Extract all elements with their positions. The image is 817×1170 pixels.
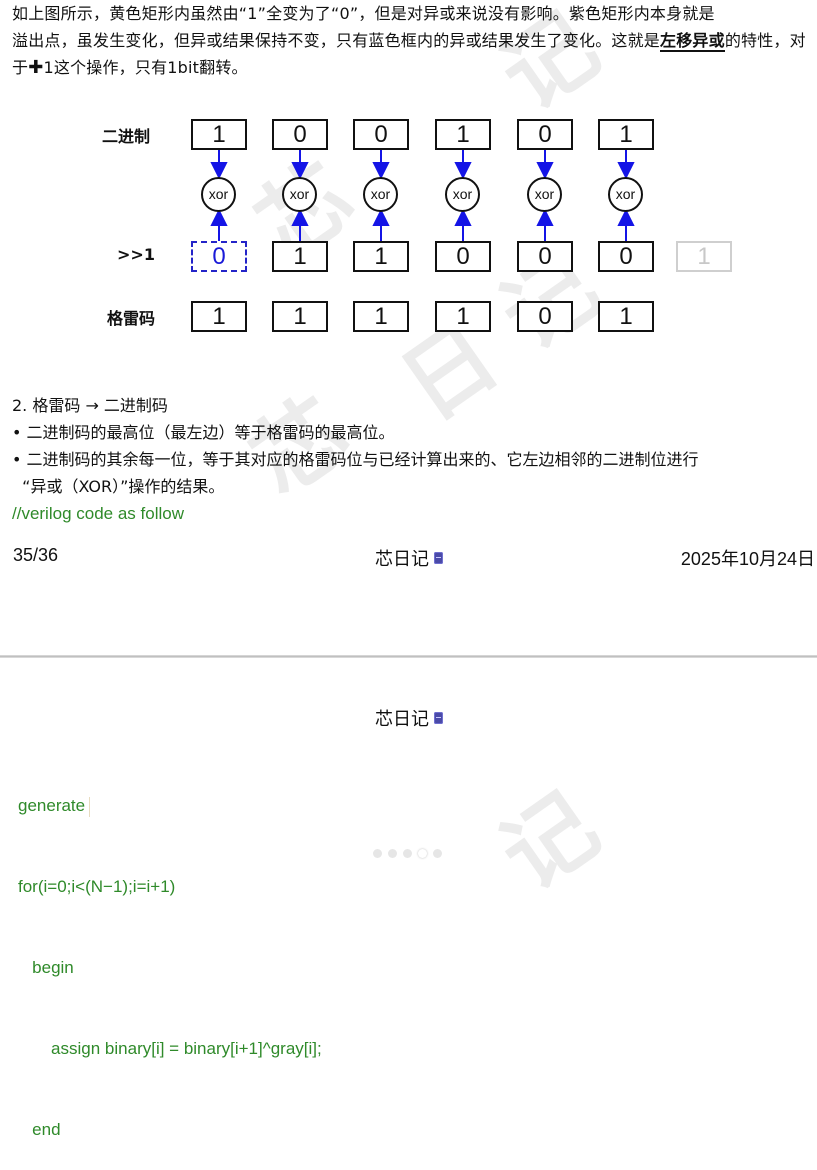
xor-gate-0: xor (201, 177, 236, 212)
emphasis-term: 左移异或 (660, 31, 725, 52)
gray-bit-0: 1 (191, 301, 247, 332)
section-gray-to-binary: 2. 格雷码 → 二进制码 • 二进制码的最高位（最左边）等于格雷码的最高位。 … (12, 392, 699, 527)
bullet-1: • 二进制码的最高位（最左边）等于格雷码的最高位。 (12, 423, 395, 442)
intro-paragraph: 如上图所示，黄色矩形内虽然由“1”全变为了“0”，但是对异或来说没有影响。紫色矩… (12, 0, 812, 81)
shift-bit-2: 1 (353, 241, 409, 272)
shift-bit-1: 1 (272, 241, 328, 272)
carousel-dot-1[interactable] (388, 849, 397, 858)
binary-bit-3: 1 (435, 119, 491, 150)
code-comment: //verilog code as follow (12, 504, 184, 523)
carousel-dot-0[interactable] (373, 849, 382, 858)
code-line-2: begin (18, 958, 74, 977)
book-icon (434, 552, 443, 564)
arrows-layer (210, 150, 635, 241)
footer-brand: 芯日记 (375, 545, 443, 571)
row-label-binary: 二进制 (102, 127, 151, 146)
xor-gate-2: xor (363, 177, 398, 212)
xor-gate-1: xor (282, 177, 317, 212)
row-label-gray: 格雷码 (107, 309, 156, 328)
shifted-out-bit: 1 (676, 241, 732, 272)
shift-bit-0-padded: 0 (191, 241, 247, 272)
bullet-2: • 二进制码的其余每一位，等于其对应的格雷码位与已经计算出来的、它左边相邻的二进… (12, 450, 699, 469)
binary-bit-2: 0 (353, 119, 409, 150)
gray-bit-3: 1 (435, 301, 491, 332)
binary-bit-4: 0 (517, 119, 573, 150)
section-heading: 2. 格雷码 → 二进制码 (12, 396, 168, 415)
gray-code-diagram: 二进制 >>1 格雷码 1 0 0 1 0 1 xor xor xor xor … (0, 105, 817, 345)
intro-line-2: 溢出点，虽发生变化，但异或结果保持不变，只有蓝色框内的异或结果发生了变化。这就是… (12, 31, 806, 78)
gray-bit-4: 0 (517, 301, 573, 332)
code-line-1: for(i=0;i<(N−1);i=i+1) (18, 877, 176, 896)
shift-bit-5: 0 (598, 241, 654, 272)
intro-line-1: 如上图所示，黄色矩形内虽然由“1”全变为了“0”，但是对异或来说没有影响。紫色矩… (12, 4, 715, 23)
footer-date: 2025年10月24日 (680, 549, 815, 569)
bullet-2-cont: “异或（XOR）”操作的结果。 (12, 477, 225, 496)
xor-gate-5: xor (608, 177, 643, 212)
gray-bit-2: 1 (353, 301, 409, 332)
carousel-dot-3-active[interactable] (418, 849, 427, 858)
xor-gate-3: xor (445, 177, 480, 212)
carousel-dot-4[interactable] (433, 849, 442, 858)
plus-icon: ✚ (28, 57, 44, 78)
carousel-indicator[interactable] (373, 849, 442, 858)
shift-bit-3: 0 (435, 241, 491, 272)
code-line-3: assign binary[i] = binary[i+1]^gray[i]; (18, 1039, 322, 1058)
code-line-0: generate (18, 792, 322, 819)
book-icon (434, 712, 443, 724)
watermark-ji-3: 记 (482, 773, 617, 911)
text-cursor (89, 796, 91, 817)
binary-bit-5: 1 (598, 119, 654, 150)
binary-bit-1: 0 (272, 119, 328, 150)
row-label-shift: >>1 (117, 245, 155, 264)
carousel-dot-2[interactable] (403, 849, 412, 858)
gray-bit-1: 1 (272, 301, 328, 332)
binary-bit-0: 1 (191, 119, 247, 150)
code-line-4: end (18, 1120, 61, 1139)
page-footer: 35/36 芯日记 2025年10月24日 (0, 545, 817, 575)
gray-bit-5: 1 (598, 301, 654, 332)
page-number: 35/36 (13, 545, 59, 565)
verilog-code: generate for(i=0;i<(N−1);i=i+1) begin as… (18, 738, 322, 1170)
xor-gate-4: xor (527, 177, 562, 212)
shift-bit-4: 0 (517, 241, 573, 272)
page-divider (0, 655, 817, 658)
page2-header-brand: 芯日记 (375, 705, 443, 731)
